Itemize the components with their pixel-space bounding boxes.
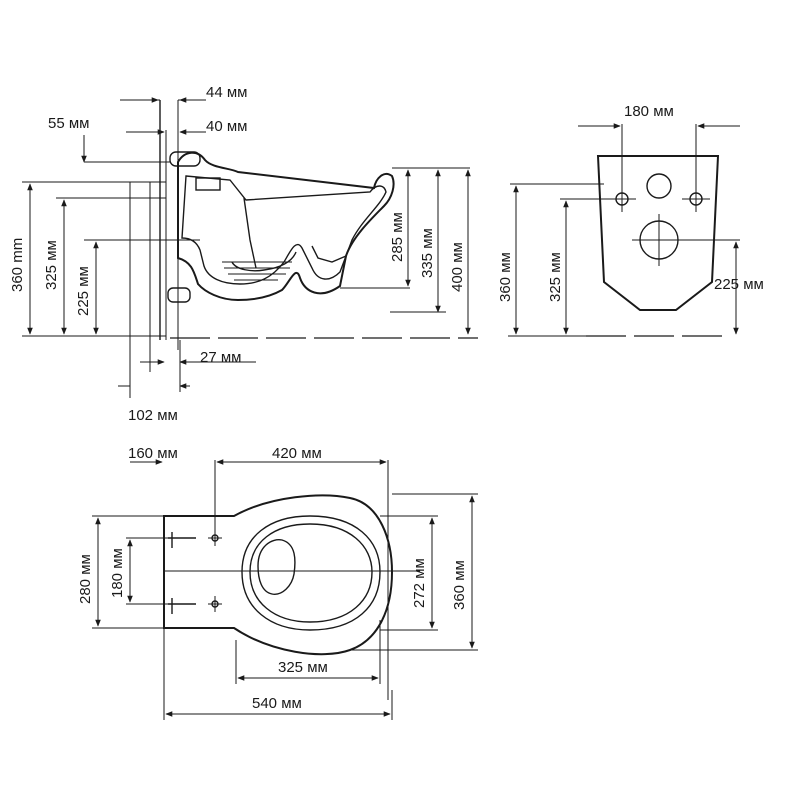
inner-wall-1 bbox=[243, 197, 257, 269]
dim-335-label: 335 мм bbox=[419, 228, 436, 278]
dim-44-label: 44 мм bbox=[206, 84, 247, 101]
dim-325-side-label: 325 мм bbox=[43, 240, 60, 290]
seat-outer bbox=[241, 515, 381, 631]
top-dim-180-label: 180 мм bbox=[109, 548, 126, 598]
top-inlet-lines bbox=[168, 532, 196, 614]
water-hatch bbox=[222, 261, 292, 281]
dim-400-label: 400 мм bbox=[449, 242, 466, 292]
dim-40-label: 40 мм bbox=[206, 118, 247, 135]
top-bolt-hole-upper bbox=[211, 534, 219, 542]
top-dim-360-label: 360 мм bbox=[451, 560, 468, 610]
rear-dim-225-label: 225 мм bbox=[714, 276, 764, 293]
rear-dim-180-label: 180 мм bbox=[624, 103, 674, 120]
flush-inlet bbox=[169, 151, 201, 167]
dim-55-label: 55 мм bbox=[48, 115, 89, 132]
inner-wall-2 bbox=[311, 245, 347, 263]
top-dim-540-label: 540 мм bbox=[252, 695, 302, 712]
trap-inner bbox=[231, 251, 297, 272]
top-dim-272-label: 272 мм bbox=[411, 558, 428, 608]
dim-360-side-label: 360 mm bbox=[9, 238, 26, 292]
top-view: 160 мм 420 мм 280 мм 180 мм 272 мм 360 м… bbox=[77, 445, 478, 720]
bowl-opening bbox=[257, 539, 296, 595]
top-bolt-hole-lower bbox=[211, 600, 219, 608]
dim-102-label: 102 мм bbox=[128, 407, 178, 424]
seat-inner bbox=[249, 523, 373, 623]
dim-285-label: 285 мм bbox=[389, 212, 406, 262]
flush-hole bbox=[646, 173, 672, 199]
side-view: 44 мм 55 мм 40 мм 360 mm 325 мм 225 мм 2… bbox=[9, 84, 478, 424]
rear-dim-360-label: 360 мм bbox=[497, 252, 514, 302]
top-dim-420-label: 420 мм bbox=[272, 445, 322, 462]
top-dim-280-label: 280 мм bbox=[77, 554, 94, 604]
rear-plate-outline bbox=[596, 155, 720, 311]
dim-27-label: 27 мм bbox=[200, 349, 241, 366]
top-bowl-outline bbox=[163, 494, 394, 656]
top-dim-160-label: 160 мм bbox=[128, 445, 178, 462]
rear-view: 180 мм 360 мм 325 мм 225 мм bbox=[497, 103, 764, 337]
inlet-block bbox=[195, 177, 221, 191]
rear-dim-325-label: 325 мм bbox=[547, 252, 564, 302]
bowl-inner bbox=[181, 175, 387, 285]
top-dim-325-label: 325 мм bbox=[278, 659, 328, 676]
outlet bbox=[167, 287, 191, 303]
dim-225-side-label: 225 мм bbox=[75, 266, 92, 316]
